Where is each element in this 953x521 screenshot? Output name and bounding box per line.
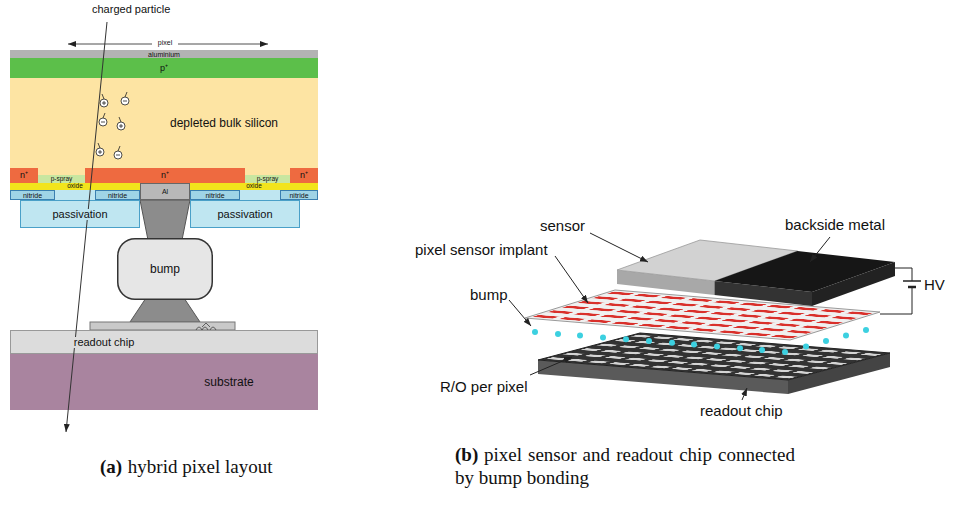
layer-label: aluminium <box>147 51 181 58</box>
backside-metal <box>715 251 896 292</box>
dimension-label: pixel <box>158 39 172 47</box>
part-label: backside metal <box>785 216 885 233</box>
bump-bond: bump <box>117 238 213 300</box>
p-spray-region: p-spray <box>245 175 290 183</box>
caption-tag: (a) <box>100 456 122 477</box>
chip-top <box>538 333 890 380</box>
leader-arrow <box>509 300 531 326</box>
chip-pixel-grid <box>538 333 890 380</box>
charge-carriers <box>96 92 129 159</box>
bulk-fill <box>38 168 85 175</box>
passivation-layer: passivation <box>190 200 300 228</box>
leader-arrow <box>555 256 588 303</box>
leader-arrow <box>530 357 572 375</box>
caption-text: pixel sensor and readout chip connected … <box>455 444 795 488</box>
bulk-fill <box>245 168 290 175</box>
layer-label: depleted bulk silicon <box>169 117 279 129</box>
pixel-arrow <box>68 44 152 45</box>
layer-label: nitride <box>204 192 225 199</box>
layer-label: readout chip <box>73 337 136 348</box>
layer-label: n⁺ <box>299 171 309 180</box>
readout-chip-layer: readout chip <box>10 330 318 354</box>
layer-label: nitride <box>22 192 43 199</box>
layer-label: p-spray <box>256 176 280 183</box>
caption-text: hybrid pixel layout <box>128 456 273 477</box>
caption-b: (b)pixel sensor and readout chip connect… <box>455 444 795 490</box>
nitride-layer: nitride <box>95 190 140 200</box>
bulk-layer: depleted bulk silicon <box>10 78 318 168</box>
layer-label: nitride <box>107 192 128 199</box>
layer-label: nitride <box>288 192 309 199</box>
bump-pillar <box>140 200 190 240</box>
contact-metal: Al <box>140 183 190 200</box>
oxide-layer: oxide <box>190 183 318 190</box>
hv-wire <box>880 287 912 314</box>
layer-label: p-spray <box>50 176 74 183</box>
part-label: bump <box>470 286 508 303</box>
implant-region: n⁺ <box>10 168 38 183</box>
layer-label: oxide <box>245 183 263 190</box>
voltage-label: HV <box>924 276 945 293</box>
transistor-symbol <box>196 323 216 330</box>
layer-label: bump <box>149 263 181 275</box>
bond-pad <box>90 322 235 330</box>
layer-label: Al <box>161 188 169 195</box>
caption-a: (a) hybrid pixel layout <box>100 456 272 479</box>
layer-label: substrate <box>203 376 254 388</box>
passivation-fill <box>240 190 280 200</box>
leader-arrow <box>742 388 747 400</box>
particle-track <box>66 22 107 432</box>
nitride-layer: nitride <box>10 190 55 200</box>
annotation: charged particle <box>92 3 170 16</box>
oxide-layer: oxide <box>10 183 140 190</box>
part-label: sensor <box>540 217 585 234</box>
p-spray-region: p-spray <box>38 175 85 183</box>
implant-region: n⁺ <box>290 168 318 183</box>
part-label: R/O per pixel <box>440 378 528 395</box>
caption-tag: (b) <box>455 444 478 465</box>
part-label: pixel sensor implant <box>415 241 548 258</box>
hv-wire <box>895 268 912 281</box>
leader-arrow <box>810 237 830 262</box>
layer-label: passivation <box>51 209 108 220</box>
implant-layer: p⁺ <box>10 58 318 78</box>
layer-label: n⁺ <box>160 171 170 180</box>
layer-label: passivation <box>216 209 273 220</box>
nitride-layer: nitride <box>190 190 240 200</box>
layer-label: p⁺ <box>159 64 169 73</box>
part-label: readout chip <box>700 402 783 419</box>
implant-region: n⁺ <box>85 168 245 183</box>
layer-label: oxide <box>66 183 84 190</box>
bump-pillar <box>130 298 200 322</box>
substrate-layer: substrate <box>10 354 318 410</box>
nitride-layer: nitride <box>280 190 318 200</box>
passivation-fill <box>55 190 95 200</box>
metal-layer: aluminium <box>10 50 318 58</box>
battery-symbol <box>903 280 921 282</box>
pixel-arrow <box>178 44 268 45</box>
passivation-layer: passivation <box>20 200 140 228</box>
leader-arrow <box>590 233 648 262</box>
layer-label: n⁺ <box>19 171 29 180</box>
